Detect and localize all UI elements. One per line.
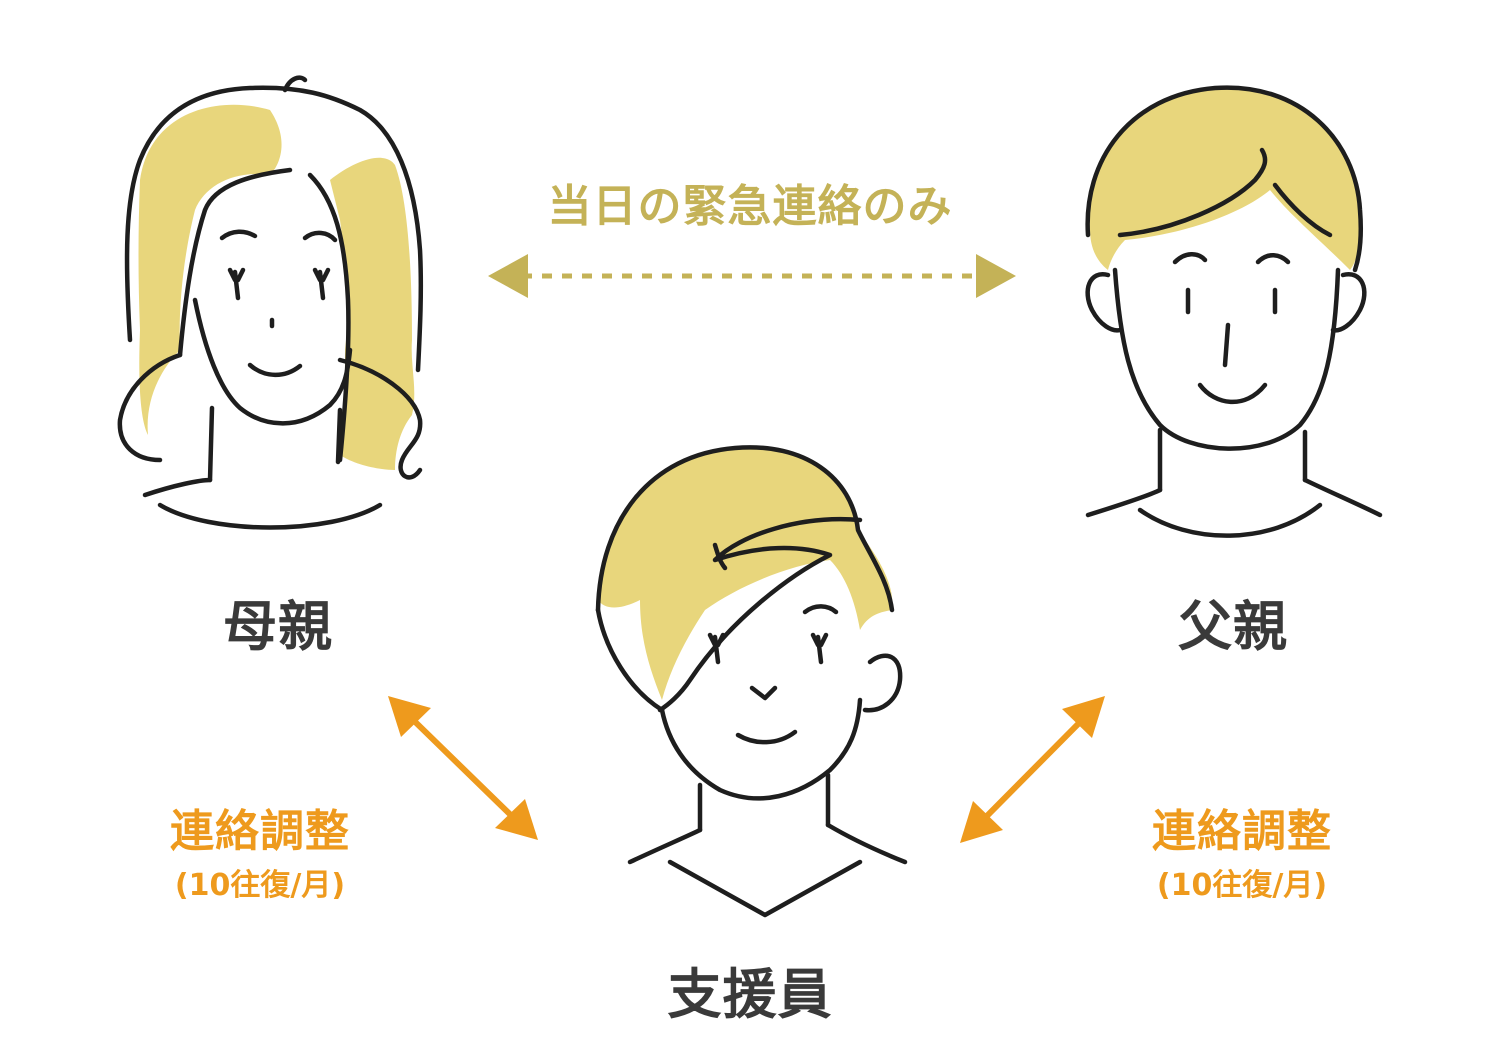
link-mother-arrowhead-bottom — [495, 799, 538, 840]
supporter-head-back — [595, 445, 895, 613]
supporter-eye-left — [707, 632, 726, 665]
father-hair-fill — [1089, 87, 1361, 271]
mother-hair-fill-right — [330, 157, 415, 470]
link-mother-supporter-arrow — [388, 696, 538, 840]
supporter-hair-fill — [598, 447, 893, 700]
mother-hair-fill — [138, 104, 282, 436]
mother-label: 母親 — [223, 595, 333, 658]
father-bangs — [1117, 147, 1268, 238]
supporter-label: 支援員 — [667, 963, 833, 1026]
link-father-arrowhead-top — [1062, 696, 1105, 738]
supporter-collar — [667, 859, 863, 918]
mother-left-curl — [117, 352, 183, 463]
mother-mouth — [247, 362, 303, 378]
mother-eye-right — [312, 267, 331, 301]
supporter-brow-right — [802, 604, 839, 615]
mother-face — [192, 297, 353, 426]
father-collar — [1137, 502, 1323, 538]
mother-hair-top — [282, 75, 308, 93]
link-father-arrowhead-bottom — [960, 801, 1003, 843]
supporter-nose — [749, 685, 778, 701]
mother-shoulders — [142, 477, 213, 498]
mother-coordination-frequency: (10往復/月) — [174, 868, 346, 903]
supporter-face — [659, 697, 863, 801]
father-label: 父親 — [1178, 595, 1288, 658]
parents-contact-label: 当日の緊急連絡のみ — [547, 181, 953, 232]
supporter-brow-left — [712, 542, 728, 571]
supporter-shoulders — [627, 822, 908, 865]
mother-brow-left — [219, 229, 258, 241]
father-nose — [1222, 322, 1231, 368]
mother-part-right — [307, 172, 351, 463]
supporter-hair-back — [595, 607, 665, 713]
supporter-mouth — [735, 729, 798, 745]
supporter-illustration — [595, 445, 908, 918]
father-brow-left — [1172, 252, 1208, 265]
supporter-bangs — [657, 517, 863, 713]
father-illustration — [1085, 85, 1383, 538]
father-head-top — [1085, 85, 1364, 273]
mother-neck-left — [207, 405, 215, 483]
supporter-ear — [862, 653, 903, 713]
father-shoulders — [1085, 477, 1383, 518]
mother-neck-right — [335, 407, 343, 465]
link-mother-arrowhead-top — [388, 696, 431, 737]
father-brow-right — [1255, 253, 1291, 265]
mother-head-outline — [124, 85, 424, 373]
mother-part-left — [177, 167, 293, 358]
link-parents-arrowhead-right — [976, 254, 1016, 298]
link-parents-arrowhead-left — [488, 254, 528, 298]
father-coordination-label: 連絡調整 — [1152, 806, 1332, 857]
link-parents-arrow — [488, 254, 1016, 298]
mother-coordination-label: 連絡調整 — [170, 806, 350, 857]
father-ear-left — [1085, 272, 1123, 333]
mother-brow-right — [302, 230, 338, 243]
mother-eye-left — [227, 267, 246, 301]
mother-right-curl — [337, 357, 423, 480]
father-bangs2 — [1272, 182, 1333, 238]
father-coordination-frequency: (10往復/月) — [1156, 868, 1328, 903]
father-ear-right — [1330, 272, 1367, 333]
supporter-eye-right — [810, 632, 829, 665]
link-father-supporter-arrow — [960, 696, 1105, 843]
mother-illustration — [117, 75, 424, 530]
mother-collar — [157, 502, 383, 530]
father-face — [1112, 267, 1341, 451]
father-mouth — [1197, 382, 1268, 405]
